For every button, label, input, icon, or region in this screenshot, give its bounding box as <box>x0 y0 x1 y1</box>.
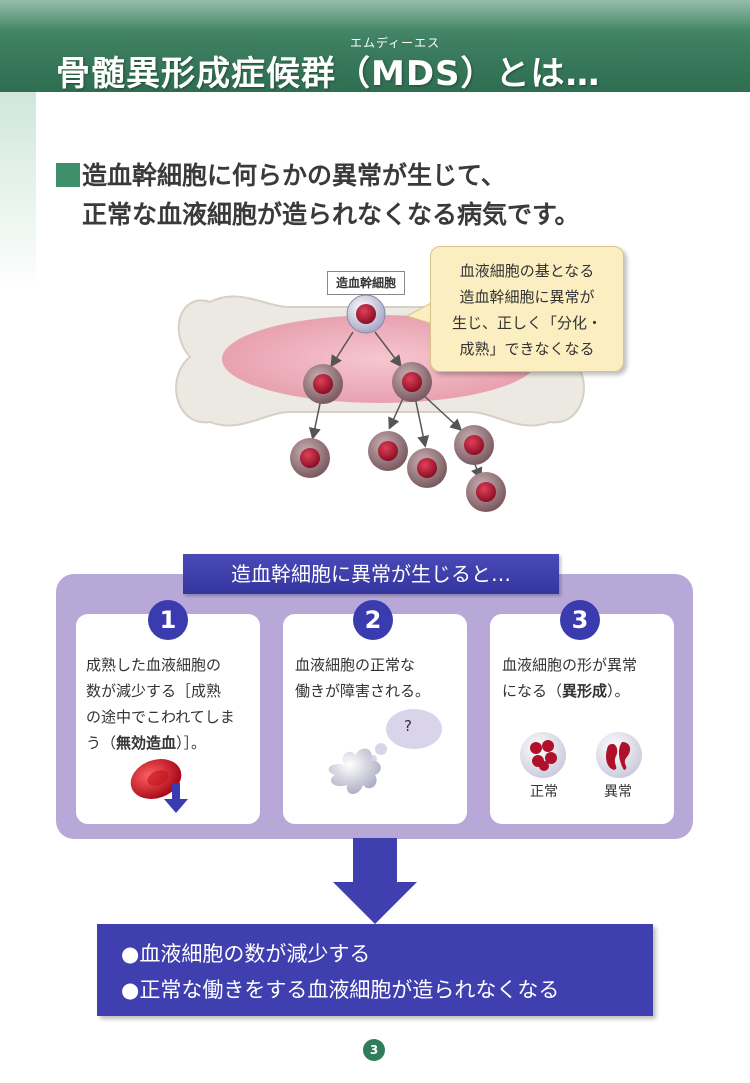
effect-card-3 <box>490 614 674 824</box>
blood-cell <box>454 425 494 465</box>
card3-line-1: 血液細胞の形が異常 <box>502 656 638 674</box>
card1-line-2: 数が減少する［成熟 <box>86 682 222 700</box>
callout-line-1: 血液細胞の基となる <box>459 262 595 280</box>
card3-bold-term: 異形成 <box>562 682 608 700</box>
number-badge-3: 3 <box>560 600 600 640</box>
summary-item-1: ●血液細胞の数が減少する <box>121 942 371 966</box>
normal-cell-icon <box>520 732 566 778</box>
title-ruby: エムディーエス <box>350 36 441 50</box>
page-title: 骨髄異形成症候群（MDS）とは… <box>56 54 601 94</box>
header-band <box>0 0 750 92</box>
callout-line-2: 造血幹細胞に異常が <box>459 288 595 306</box>
question-bubble: ? <box>404 717 412 735</box>
card1-line-3: の途中でこわれてしま <box>86 708 235 726</box>
card1-line-4-pre: う（ <box>86 734 117 752</box>
callout-line-4: 成熟」できなくなる <box>459 340 595 358</box>
callout-line-3: 生じ、正しく「分化・ <box>451 314 602 332</box>
stem-cell-label: 造血幹細胞 <box>327 271 405 295</box>
card1-line-4-post: ）］。 <box>176 734 207 752</box>
stem-cell <box>346 294 386 334</box>
card1-line-4: う（無効造血）］。 <box>86 730 206 756</box>
abnormal-label: 異常 <box>604 784 632 800</box>
card3-line-2-pre: になる（ <box>502 682 563 700</box>
number-badge-2: 2 <box>353 600 393 640</box>
section-banner: 造血幹細胞に異常が生じると… <box>183 554 559 594</box>
normal-label: 正常 <box>530 784 558 800</box>
bullet-square-icon <box>56 163 80 187</box>
blood-cell <box>290 438 330 478</box>
card2-line-2: 働きが障害される。 <box>295 682 431 700</box>
callout-box: 血液細胞の基となる 造血幹細胞に異常が 生じ、正しく「分化・ 成熟」できなくなる <box>430 246 624 372</box>
header-sheen <box>0 0 750 30</box>
abnormal-cell-icon <box>596 732 642 778</box>
down-arrow-icon <box>333 838 417 924</box>
card3-line-2-post: ）。 <box>607 682 630 700</box>
card1-line-1: 成熟した血液細胞の <box>86 656 222 674</box>
left-accent-strip <box>0 92 36 292</box>
lead-text-line-2: 正常な血液細胞が造られなくなる病気です。 <box>82 200 580 229</box>
card2-line-1: 血液細胞の正常な <box>295 656 416 674</box>
summary-item-2: ●正常な働きをする血液細胞が造られなくなる <box>121 978 560 1002</box>
summary-box: ●血液細胞の数が減少する ●正常な働きをする血液細胞が造られなくなる <box>97 924 653 1016</box>
card1-bold-term: 無効造血 <box>116 734 177 752</box>
page-number: 3 <box>363 1039 385 1061</box>
lead-text-line-1: 造血幹細胞に何らかの異常が生じて、 <box>82 161 506 190</box>
blood-cell <box>303 364 343 404</box>
blood-cell <box>368 431 408 471</box>
blood-cell <box>407 448 447 488</box>
number-badge-1: 1 <box>148 600 188 640</box>
card3-line-2: になる（異形成）。 <box>502 678 630 704</box>
red-blood-cell-decrease-icon <box>130 759 188 813</box>
damaged-cell-illustration <box>328 709 442 794</box>
blood-cell <box>466 472 506 512</box>
blood-cell <box>392 362 432 402</box>
